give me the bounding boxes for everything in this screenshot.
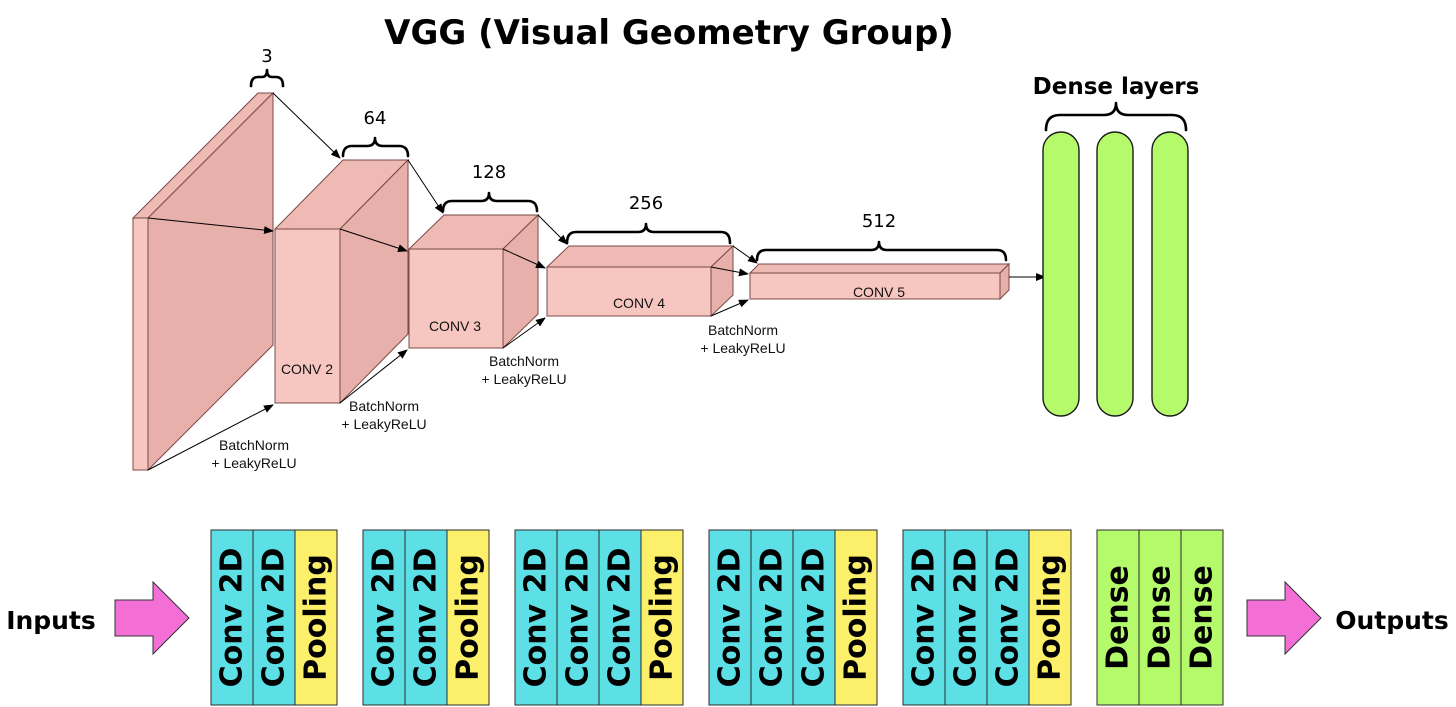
pool-block-label: Pooling [645, 554, 680, 681]
dense-block-label: Dense [1143, 565, 1178, 670]
conv-block [556, 529, 600, 706]
conv-block-label: Conv 2D [907, 548, 942, 688]
batchnorm-line: BatchNorm [708, 322, 778, 338]
dense-block [1138, 529, 1182, 706]
channel-label-256: 256 [629, 193, 663, 214]
conv4-label: CONV 4 [613, 295, 665, 311]
conv-block-label: Conv 2D [519, 548, 554, 688]
brace-512 [755, 240, 1008, 262]
dense-block [1096, 529, 1140, 706]
conv-block [792, 529, 836, 706]
leakyrelu-line: + LeakyReLU [700, 340, 785, 356]
batchnorm-label-3: BatchNorm + LeakyReLU [481, 353, 566, 387]
conv-block-label: Conv 2D [367, 548, 402, 688]
conv-block-label: Conv 2D [409, 548, 444, 688]
brace-128 [441, 191, 539, 213]
pool-block-label: Pooling [1033, 554, 1068, 681]
batchnorm-label-2: BatchNorm + LeakyReLU [341, 398, 426, 432]
conv-block-label: Conv 2D [991, 548, 1026, 688]
conv-block [514, 529, 558, 706]
conv-block [902, 529, 946, 706]
pool-block [640, 529, 684, 706]
conv4-feature-map: CONV 4 [545, 244, 735, 318]
conv-block [210, 529, 254, 706]
channel-label-128: 128 [472, 162, 506, 183]
dense-layer-2 [1096, 131, 1134, 417]
conv3-feature-map: CONV 3 [407, 213, 540, 350]
conv-block [986, 529, 1030, 706]
leakyrelu-line: + LeakyReLU [211, 455, 296, 471]
conv-block [362, 529, 406, 706]
dense-layer-3 [1151, 131, 1189, 417]
channel-label-64: 64 [364, 108, 387, 129]
pool-block-label: Pooling [299, 554, 334, 681]
dense-block-label: Dense [1101, 565, 1136, 670]
dense-layer-1 [1042, 131, 1080, 417]
dense-block [1180, 529, 1224, 706]
dense-layers-brace [1044, 101, 1188, 132]
connection-lines [147, 92, 1046, 471]
conv-block-label: Conv 2D [755, 548, 790, 688]
dense-layers-heading: Dense layers [1033, 74, 1200, 100]
pool-block-label: Pooling [839, 554, 874, 681]
output-arrow-icon [1246, 580, 1322, 656]
conv-block-label: Conv 2D [215, 548, 250, 688]
brace-3 [249, 68, 285, 88]
conv-block [598, 529, 642, 706]
input-arrow-icon [114, 580, 190, 656]
conv-block-label: Conv 2D [257, 548, 292, 688]
inputs-label: Inputs [6, 606, 96, 635]
conv-block [404, 529, 448, 706]
batchnorm-line: BatchNorm [219, 437, 289, 453]
diagram-title: VGG (Visual Geometry Group) [384, 13, 954, 53]
pool-block [834, 529, 878, 706]
pool-block [294, 529, 338, 706]
conv-block-label: Conv 2D [603, 548, 638, 688]
conv-block [944, 529, 988, 706]
conv-block-label: Conv 2D [713, 548, 748, 688]
dense-block-label: Dense [1185, 565, 1220, 670]
batchnorm-line: BatchNorm [489, 353, 559, 369]
pool-block-label: Pooling [451, 554, 486, 681]
batchnorm-label-4: BatchNorm + LeakyReLU [700, 322, 785, 356]
conv-block-label: Conv 2D [949, 548, 984, 688]
brace-256 [565, 222, 732, 245]
channel-label-3: 3 [261, 46, 272, 67]
channel-label-512: 512 [862, 211, 896, 232]
input-feature-map [131, 91, 275, 472]
leakyrelu-line: + LeakyReLU [481, 371, 566, 387]
pool-block [446, 529, 490, 706]
conv-block-label: Conv 2D [561, 548, 596, 688]
conv-block [252, 529, 296, 706]
conv2-label: CONV 2 [281, 361, 333, 377]
conv2-feature-map: CONV 2 [273, 158, 410, 405]
conv5-feature-map: CONV 5 [748, 262, 1011, 301]
conv3-label: CONV 3 [429, 318, 481, 334]
leakyrelu-line: + LeakyReLU [341, 416, 426, 432]
conv-block [750, 529, 794, 706]
pool-block [1028, 529, 1072, 706]
conv-block-label: Conv 2D [797, 548, 832, 688]
outputs-label: Outputs [1335, 606, 1449, 635]
conv5-label: CONV 5 [853, 284, 905, 300]
batchnorm-line: BatchNorm [349, 398, 419, 414]
brace-64 [341, 136, 410, 158]
batchnorm-label-1: BatchNorm + LeakyReLU [211, 437, 296, 471]
channel-braces [249, 68, 1008, 262]
